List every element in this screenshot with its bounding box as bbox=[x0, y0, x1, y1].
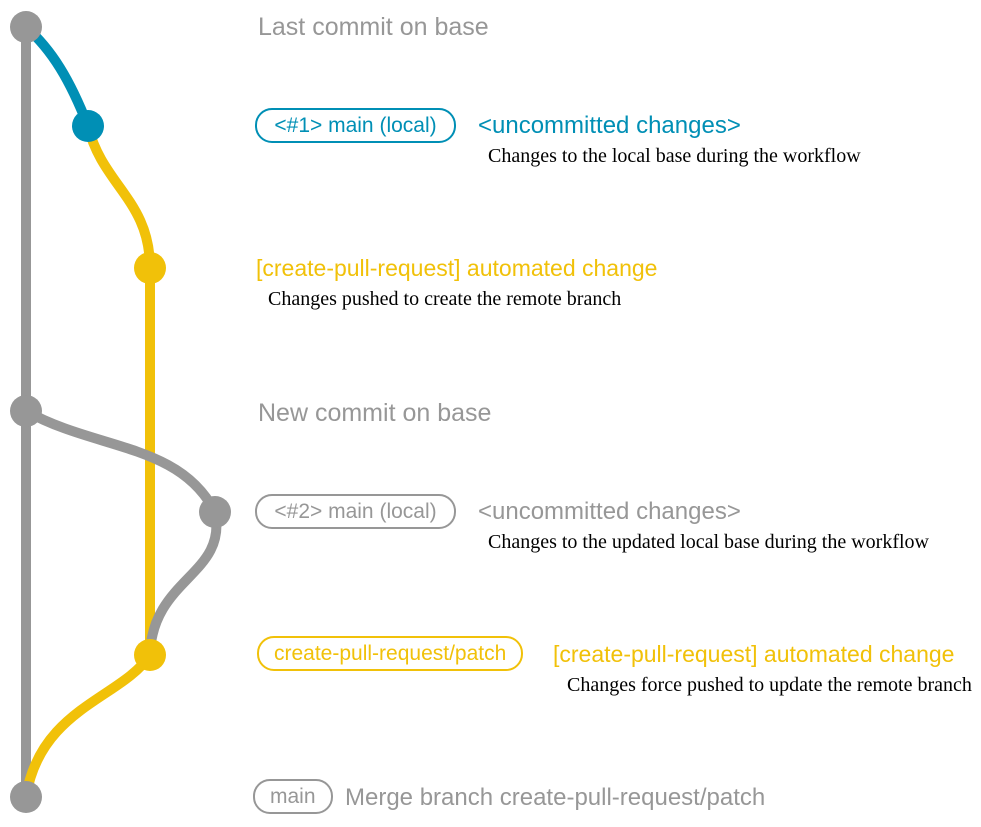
merge-edge bbox=[21, 650, 155, 802]
local-branch-edge-1 bbox=[21, 22, 93, 131]
note-new-commit-on-base: New commit on base bbox=[258, 399, 492, 427]
note-last-commit-on-base: Last commit on base bbox=[258, 13, 489, 41]
caption-changes-pushed: Changes pushed to create the remote bran… bbox=[268, 288, 622, 310]
commit-node-patch-1 bbox=[134, 252, 166, 284]
commit-node-local-2 bbox=[199, 496, 231, 528]
caption-local-base-changes: Changes to the local base during the wor… bbox=[488, 145, 861, 167]
branch-tag-main: main bbox=[253, 779, 333, 814]
commit-node-base-new bbox=[10, 395, 42, 427]
status-uncommitted-changes-1: <uncommitted changes> bbox=[478, 112, 741, 139]
caption-changes-force-pushed: Changes force pushed to update the remot… bbox=[567, 674, 972, 696]
local-branch-edge-2 bbox=[21, 406, 220, 517]
status-uncommitted-changes-2: <uncommitted changes> bbox=[478, 498, 741, 525]
patch-branch-edge-1 bbox=[83, 121, 155, 273]
commit-node-patch-2 bbox=[134, 639, 166, 671]
branch-tag-main-local-2: <#2> main (local) bbox=[255, 494, 456, 529]
commit-node-base-last bbox=[10, 11, 42, 43]
branch-tag-main-local-1: <#1> main (local) bbox=[255, 108, 456, 143]
commit-node-local-1 bbox=[72, 110, 104, 142]
commit-message-merge-branch: Merge branch create-pull-request/patch bbox=[345, 784, 766, 811]
commit-message-automated-change-1: [create-pull-request] automated change bbox=[256, 255, 658, 281]
commit-node-merge bbox=[10, 781, 42, 813]
commit-message-automated-change-2: [create-pull-request] automated change bbox=[553, 641, 955, 667]
caption-updated-local-base-changes: Changes to the updated local base during… bbox=[488, 531, 929, 553]
branch-tag-create-pull-request-patch: create-pull-request/patch bbox=[257, 636, 524, 671]
local-to-patch-edge bbox=[145, 507, 222, 660]
